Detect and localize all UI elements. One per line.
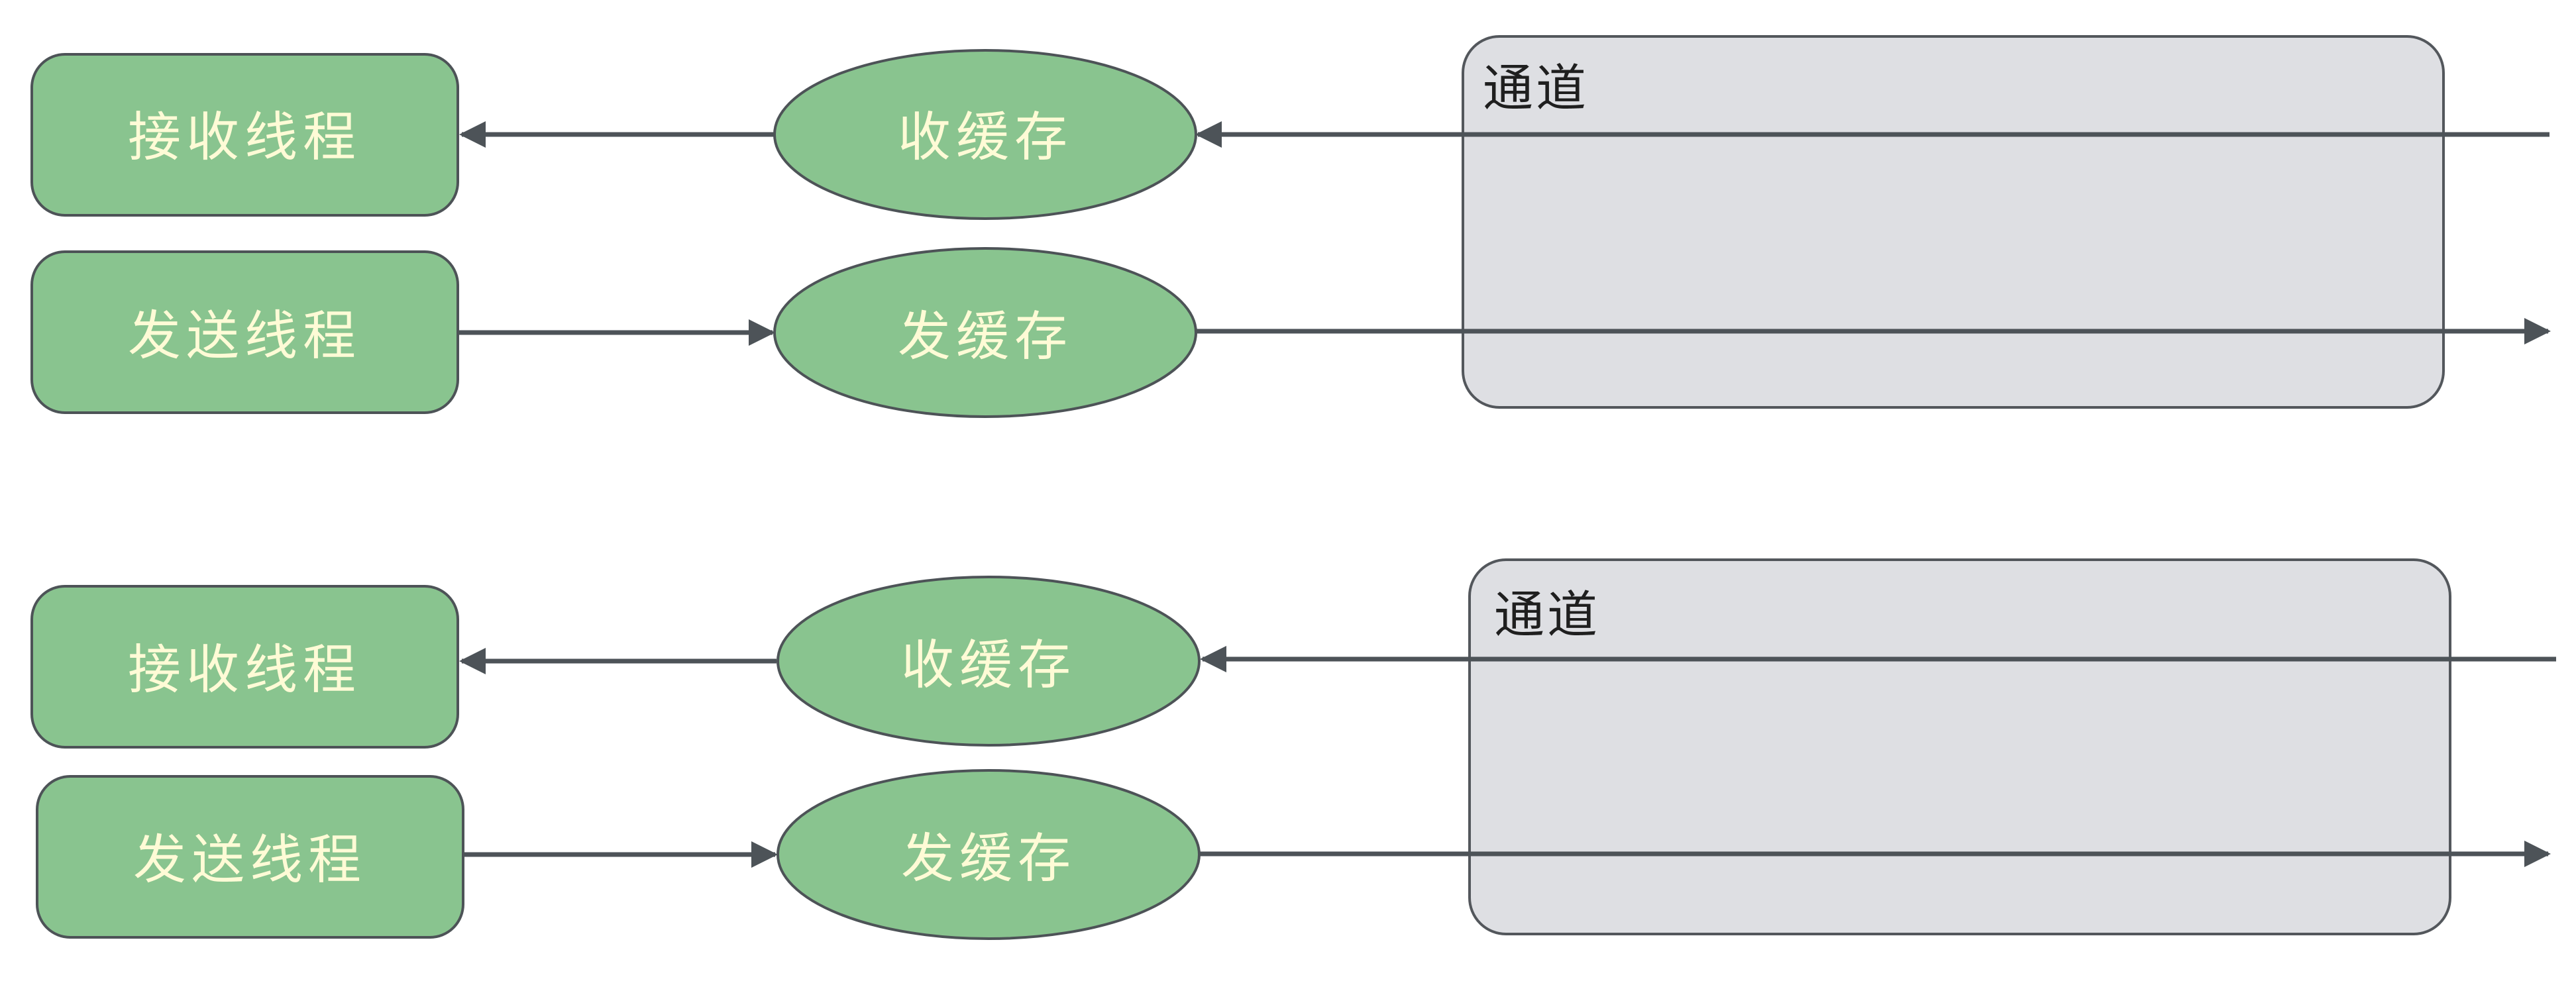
top-send-buffer-ellipse xyxy=(773,247,1197,418)
top-send-thread-label: 发送线程 xyxy=(128,305,361,367)
top-send-buffer: 发缓存 xyxy=(773,247,1197,418)
top-receive-buffer-ellipse xyxy=(773,49,1197,220)
top-group: 通道 接收线程 发送线程 收缓存 发缓存 xyxy=(30,35,2551,418)
bottom-receive-buffer-ellipse xyxy=(777,576,1201,747)
top-channel-label: 通道 xyxy=(1483,59,1589,118)
bottom-receive-thread: 接收线程 xyxy=(30,585,459,749)
top-receive-thread: 接收线程 xyxy=(30,53,459,217)
top-send-thread-box xyxy=(30,250,459,414)
bottom-send-thread: 发送线程 xyxy=(36,775,464,939)
bottom-channel-label: 通道 xyxy=(1494,586,1600,645)
top-receive-thread-box xyxy=(30,53,459,217)
top-channel: 通道 xyxy=(1462,35,2445,409)
top-channel-box xyxy=(1462,35,2445,409)
bottom-receive-buffer: 收缓存 xyxy=(777,576,1201,747)
bottom-send-buffer: 发缓存 xyxy=(777,769,1201,940)
bottom-receive-thread-label: 接收线程 xyxy=(128,639,361,701)
bottom-send-thread-label: 发送线程 xyxy=(133,829,366,891)
top-send-thread: 发送线程 xyxy=(30,250,459,414)
top-receive-thread-label: 接收线程 xyxy=(128,107,361,168)
bottom-send-buffer-label: 发缓存 xyxy=(901,828,1076,890)
bottom-channel-box xyxy=(1468,558,2451,935)
bottom-group: 通道 接收线程 发送线程 收缓存 发缓存 xyxy=(30,558,2556,940)
bottom-receive-buffer-label: 收缓存 xyxy=(901,635,1076,696)
top-receive-buffer: 收缓存 xyxy=(773,49,1197,220)
bottom-channel: 通道 xyxy=(1468,558,2451,935)
bottom-send-buffer-ellipse xyxy=(777,769,1201,940)
top-send-buffer-label: 发缓存 xyxy=(898,306,1073,368)
bottom-receive-thread-box xyxy=(30,585,459,749)
top-receive-buffer-label: 收缓存 xyxy=(898,107,1073,168)
bottom-send-thread-box xyxy=(36,775,464,939)
